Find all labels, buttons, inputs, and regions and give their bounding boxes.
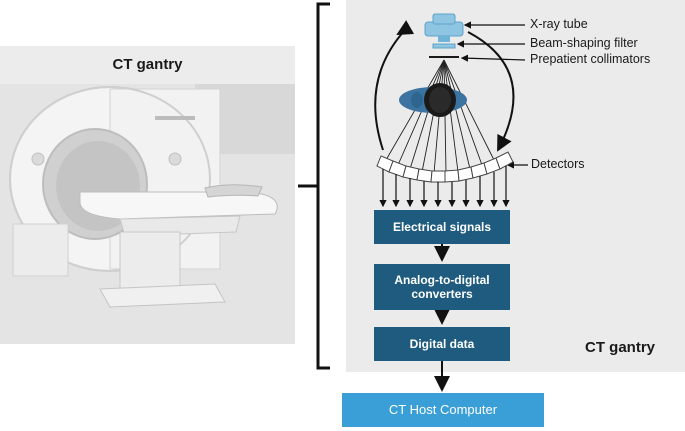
ct-scanner-image [0,84,295,344]
ct-host-computer-box: CT Host Computer [342,393,544,427]
photo-title: CT gantry [0,46,295,84]
xray-tube-icon [424,13,464,42]
filter-icon [432,43,456,49]
electrical-signals-box: Electrical signals [374,210,510,244]
ct-scanner-illustration [0,84,295,344]
electrical-signals-text: Electrical signals [392,220,492,234]
rotation-arc-left [374,29,406,151]
filter-label: Beam-shaping filter [530,36,638,50]
digital-data-text: Digital data [409,337,475,351]
xray-fan-beam [385,59,495,174]
detectors-label: Detectors [531,157,585,171]
rotation-arc-right [467,31,515,152]
gantry-label: CT gantry [585,339,656,356]
signal-arrows [379,166,510,208]
collimator-icon [429,56,459,58]
adc-box: Analog-to-digital converters [374,264,510,310]
adc-text-line2: converters [411,287,473,301]
detector-array [376,151,514,183]
collimators-label: Prepatient collimators [530,52,651,66]
ct-host-computer-text: CT Host Computer [388,402,498,417]
adc-text-line1: Analog-to-digital [394,273,490,287]
patient-head-icon [399,83,467,117]
xray-tube-label: X-ray tube [530,17,588,31]
digital-data-box: Digital data [374,327,510,361]
gantry-diagram-panel [346,0,685,372]
